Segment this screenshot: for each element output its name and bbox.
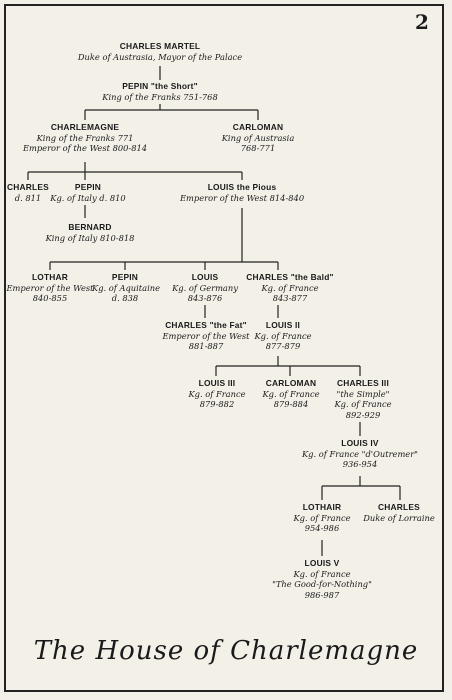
person-name: LOTHAR [31,272,69,282]
person-name: PEPIN [111,272,139,282]
person-name: BERNARD [68,222,112,232]
person-dates: 877-879 [265,341,301,351]
person-lothair: LOTHAIR Kg. of France 954-986 [288,502,356,534]
person-title: King of the Franks 771 [36,132,134,143]
person-title: Kg. of France [293,568,351,579]
person-dates: 843-877 [272,293,308,303]
person-title: Duke of Austrasia, Mayor of the Palace [77,51,243,62]
person-louis-iii: LOUIS III Kg. of France 879-882 [182,378,252,410]
person-name: LOTHAIR [302,502,342,512]
person-name: CHARLES "the Bald" [246,272,334,282]
person-charles-the-bald: CHARLES "the Bald" Kg. of France 843-877 [240,272,340,304]
person-name: LOUIS the Pious [207,182,277,192]
person-name: PEPIN "the Short" [122,81,198,91]
person-name: CARLOMAN [232,122,284,132]
person-title: Kg. of France [262,388,320,399]
person-title: Emperor of the West 814-840 [180,192,305,203]
person-name: CHARLES III [337,378,389,388]
page-border [4,4,444,692]
person-title: Emperor of the West [162,330,250,341]
person-pepin-of-aquitaine: PEPIN Kg. of Aquitaine d. 838 [92,272,160,304]
person-name: CHARLES "the Fat" [165,320,247,330]
person-pepin-of-italy: PEPIN Kg. of Italy d. 810 [50,182,126,203]
person-dates: 768-771 [240,143,276,153]
person-title: King of Italy 810-818 [45,232,135,243]
person-name: LOUIS III [198,378,236,388]
person-title: King of Austrasia [221,132,295,143]
person-title: Kg. of France [261,282,319,293]
person-name: PEPIN [74,182,102,192]
person-louis-of-germany: LOUIS Kg. of Germany 843-876 [168,272,242,304]
person-epithet: "The Good-for-Nothing" [272,579,372,589]
person-title: Kg. of France "d'Outremer" [301,448,419,459]
person-charlemagne: CHARLEMAGNE King of the Franks 771 Emper… [15,122,155,154]
person-dates: 879-884 [273,399,309,409]
person-title: Kg. of France [254,330,312,341]
person-name: CARLOMAN [265,378,317,388]
person-title: Kg. of France [188,388,246,399]
person-dates: 879-882 [199,399,235,409]
person-dates: 840-855 [32,293,68,303]
person-carloman-of-france: CARLOMAN Kg. of France 879-884 [256,378,326,410]
person-title: Emperor of the West 800-814 [22,143,148,153]
person-title: Kg. of Aquitaine [92,282,160,293]
person-louis-the-pious: LOUIS the Pious Emperor of the West 814-… [180,182,304,203]
person-epithet: "the Simple" [336,388,390,399]
person-dates: 936-954 [342,459,378,469]
person-name: LOUIS V [304,558,340,568]
person-title: Kg. of France [334,399,392,409]
person-name: LOUIS II [265,320,301,330]
page-number: 2 [415,10,429,34]
person-title: Kg. of France [293,512,351,523]
person-name: CHARLEMAGNE [50,122,120,132]
person-name: CHARLES [7,182,49,192]
person-dates: d. 838 [111,293,139,303]
person-dates: d. 811 [14,192,42,203]
person-charles-iii: CHARLES III "the Simple" Kg. of France 8… [328,378,398,420]
person-title: Emperor of the West [6,282,94,293]
person-title: Kg. of Germany [172,282,238,293]
person-pepin-the-short: PEPIN "the Short" King of the Franks 751… [70,81,250,102]
diagram-title: The House of Charlemagne [33,636,419,666]
person-name: LOUIS IV [341,438,379,448]
person-dates: 954-986 [304,523,340,533]
person-louis-iv: LOUIS IV Kg. of France "d'Outremer" 936-… [300,438,420,470]
person-charles-the-fat: CHARLES "the Fat" Emperor of the West 88… [160,320,252,352]
person-dates: 892-929 [345,409,381,420]
person-charles-d811: CHARLES d. 811 [6,182,50,203]
person-charles-martel: CHARLES MARTEL Duke of Austrasia, Mayor … [60,41,260,62]
person-name: CHARLES MARTEL [119,41,201,51]
person-charles-of-lorraine: CHARLES Duke of Lorraine [358,502,440,523]
person-title: King of the Franks 751-768 [102,91,218,102]
person-title: Duke of Lorraine [363,512,435,523]
person-bernard: BERNARD King of Italy 810-818 [40,222,140,243]
person-dates: 986-987 [304,589,340,600]
person-carloman: CARLOMAN King of Austrasia 768-771 [208,122,308,154]
person-name: LOUIS [191,272,219,282]
person-louis-v: LOUIS V Kg. of France "The Good-for-Noth… [272,558,372,600]
person-dates: 843-876 [187,293,223,303]
person-name: CHARLES [378,502,420,512]
person-title: Kg. of Italy d. 810 [50,192,126,203]
person-louis-ii: LOUIS II Kg. of France 877-879 [248,320,318,352]
person-dates: 881-887 [188,341,224,351]
person-lothar: LOTHAR Emperor of the West 840-855 [6,272,94,304]
